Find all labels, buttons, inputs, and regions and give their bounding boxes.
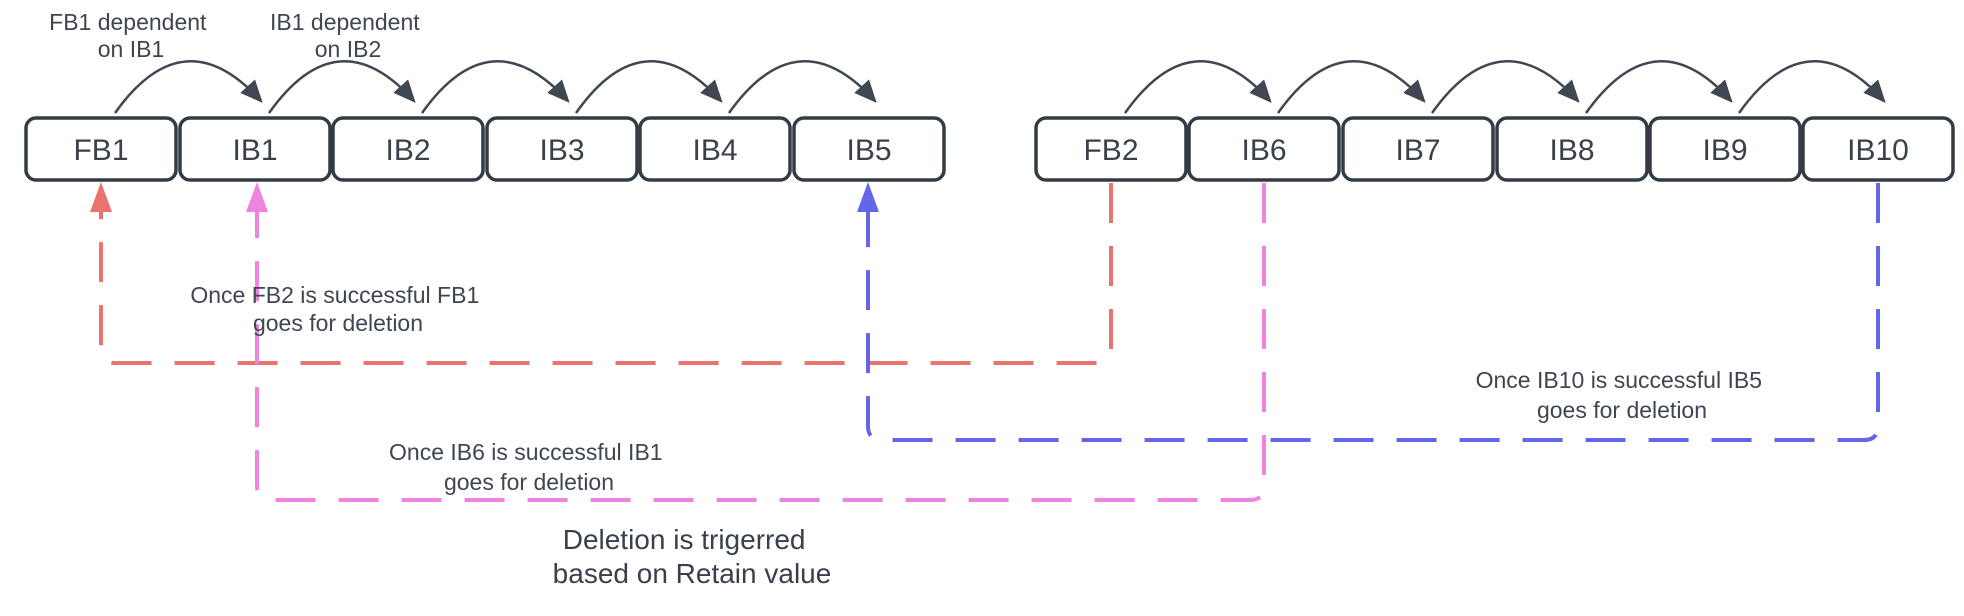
deletion-connectors (90, 182, 1880, 502)
red-arrowhead-icon (90, 182, 112, 212)
arc-ib3-ib4 (574, 60, 723, 114)
block-fb2: FB2 (1034, 116, 1188, 182)
right-backup-chain: FB2 IB6 IB7 IB8 IB9 IB10 (1034, 116, 1955, 182)
block-ib1: IB1 (178, 116, 332, 182)
block-ib4: IB4 (638, 116, 792, 182)
ib1-dependency-line1: IB1 dependent (270, 9, 420, 35)
ib5-deletion-line2: goes for deletion (1537, 397, 1707, 423)
block-fb2-label: FB2 (1083, 134, 1138, 167)
block-ib8: IB8 (1495, 116, 1649, 182)
arc-ib1-ib2 (267, 60, 416, 114)
block-ib9-label: IB9 (1702, 134, 1747, 167)
block-ib8-label: IB8 (1549, 134, 1594, 167)
block-ib6-label: IB6 (1241, 134, 1286, 167)
arc-ib8-ib9 (1584, 60, 1733, 114)
arc-fb2-ib6 (1123, 60, 1272, 114)
arc-ib2-ib3 (420, 60, 570, 114)
pink-arrowhead-icon (246, 182, 268, 212)
left-chain-dependency-arcs (113, 60, 877, 114)
fb1-deletion-line1: Once FB2 is successful FB1 (190, 282, 479, 308)
block-ib7-label: IB7 (1395, 134, 1440, 167)
arc-ib9-ib10 (1737, 60, 1886, 114)
block-ib4-label: IB4 (692, 134, 737, 167)
block-fb2-shape (1034, 116, 1188, 182)
caption-line1: Deletion is trigerred (563, 524, 806, 555)
blue-arrowhead-icon (857, 182, 879, 212)
block-ib3: IB3 (485, 116, 639, 182)
block-ib3-shape (485, 116, 639, 182)
block-ib5: IB5 (792, 116, 946, 182)
ib1-dependency-label: IB1 dependent on IB2 (270, 9, 426, 62)
arc-fb1-ib1 (113, 60, 263, 114)
arc-ib6-ib7 (1276, 60, 1426, 114)
block-ib1-shape (178, 116, 332, 182)
fb1-dependency-label: FB1 dependent on IB1 (49, 9, 213, 62)
block-ib8-shape (1495, 116, 1649, 182)
block-ib6: IB6 (1187, 116, 1341, 182)
caption-line2: based on Retain value (553, 558, 832, 589)
block-ib7: IB7 (1341, 116, 1495, 182)
block-ib10-shape (1801, 116, 1955, 182)
ib5-deletion-note: Once IB10 is successful IB5 goes for del… (1476, 367, 1769, 423)
left-backup-chain: FB1 IB1 IB2 IB3 IB4 IB5 (24, 116, 946, 182)
blue-deletion-path (866, 183, 1880, 442)
fb1-deletion-line2: goes for deletion (253, 310, 423, 336)
ib5-deletion-line1: Once IB10 is successful IB5 (1476, 367, 1762, 393)
block-ib9-shape (1648, 116, 1802, 182)
block-ib10-label: IB10 (1847, 134, 1909, 167)
block-ib2-label: IB2 (385, 134, 430, 167)
block-ib5-shape (792, 116, 946, 182)
fb1-dependency-line2: on IB1 (98, 36, 165, 62)
right-chain-dependency-arcs (1123, 60, 1886, 114)
block-ib4-shape (638, 116, 792, 182)
block-ib9: IB9 (1648, 116, 1802, 182)
block-ib3-label: IB3 (539, 134, 584, 167)
ib1-dependency-line2: on IB2 (315, 36, 382, 62)
block-ib2: IB2 (331, 116, 485, 182)
diagram-caption: Deletion is trigerred based on Retain va… (553, 524, 832, 589)
block-ib10: IB10 (1801, 116, 1955, 182)
block-ib5-label: IB5 (846, 134, 891, 167)
ib1-deletion-line1: Once IB6 is successful IB1 (389, 439, 663, 465)
block-fb1-shape (24, 116, 178, 182)
block-ib7-shape (1341, 116, 1495, 182)
fb1-deletion-note: Once FB2 is successful FB1 goes for dele… (190, 282, 485, 336)
arc-ib4-ib5 (727, 60, 877, 114)
block-fb1: FB1 (24, 116, 178, 182)
block-ib1-label: IB1 (232, 134, 277, 167)
block-fb1-label: FB1 (73, 134, 128, 167)
ib1-deletion-note: Once IB6 is successful IB1 goes for dele… (389, 439, 669, 495)
ib1-deletion-line2: goes for deletion (444, 469, 614, 495)
block-ib6-shape (1187, 116, 1341, 182)
arc-ib7-ib8 (1430, 60, 1580, 114)
block-ib2-shape (331, 116, 485, 182)
fb1-dependency-line1: FB1 dependent (49, 9, 207, 35)
